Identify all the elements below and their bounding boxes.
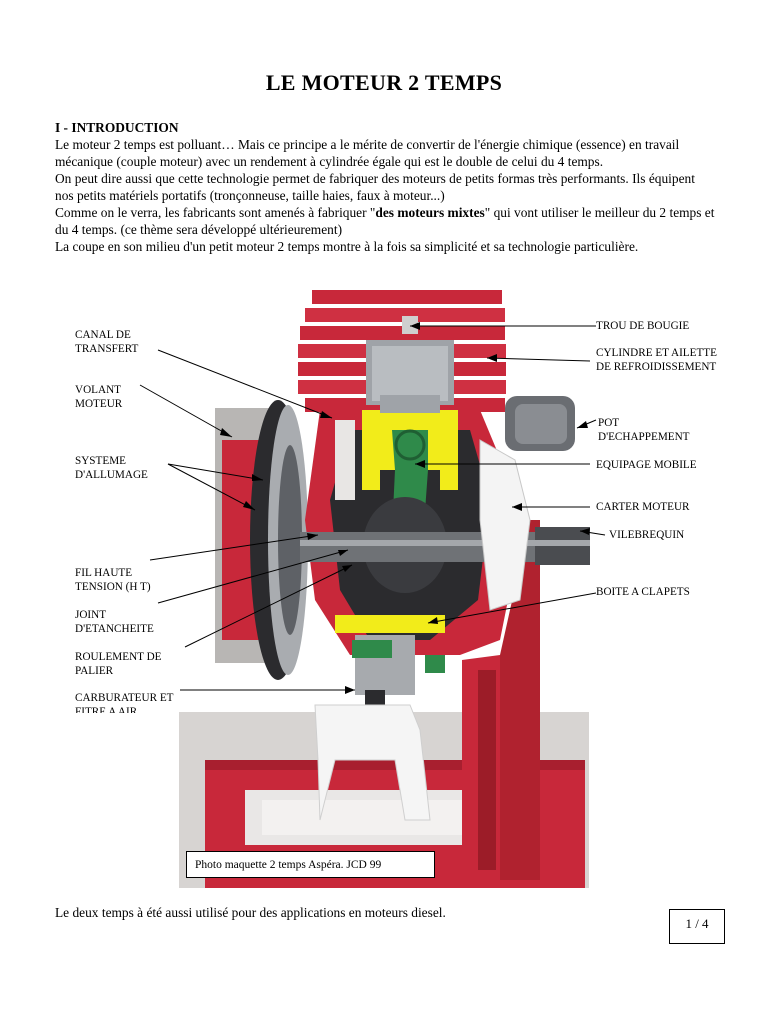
footer-text: Le deux temps à été aussi utilisé pour d… xyxy=(55,905,446,920)
label-systeme-allumage: SYSTEME D'ALLUMAGE xyxy=(75,455,148,481)
intro-paragraph-2: On peut dire aussi que cette technologie… xyxy=(55,171,695,203)
label-pot-echappement: POT D'ECHAPPEMENT xyxy=(598,417,690,443)
reed-valve-box xyxy=(335,615,445,633)
stand-column xyxy=(462,520,540,880)
intro-paragraph-1: Le moteur 2 temps est polluant… Mais ce … xyxy=(55,137,680,169)
intro-p3-after: " qui vont utiliser le meilleur du 2 tem… xyxy=(55,205,715,237)
annotation-arrowheads xyxy=(220,322,590,694)
page-title: LE MOTEUR 2 TEMPS xyxy=(265,70,503,95)
section-heading: I - INTRODUCTION xyxy=(55,120,179,135)
flywheel xyxy=(215,400,308,680)
intro-p3-before: Comme on le verra, les fabricants sont a… xyxy=(55,205,376,220)
label-volant-moteur: VOLANT MOTEUR xyxy=(75,384,123,410)
label-boite-clapets: BOITE A CLAPETS xyxy=(596,586,690,598)
photo-caption: Photo maquette 2 temps Aspéra. JCD 99 xyxy=(186,851,435,878)
exhaust-pot xyxy=(505,396,575,451)
label-carburateur: CARBURATEUR ET FITRE A AIR xyxy=(75,692,174,713)
piston-bore xyxy=(366,340,454,405)
carburetor xyxy=(352,635,445,710)
intro-section: I - INTRODUCTION Le moteur 2 temps est p… xyxy=(55,119,715,255)
intro-p3-bold: des moteurs mixtes xyxy=(375,205,485,220)
label-fil-haute-tension: FIL HAUTE TENSION (H T) xyxy=(75,567,151,593)
air-filter xyxy=(314,704,431,821)
annotation-lines xyxy=(139,325,606,691)
intro-paragraph-4: La coupe en son milieu d'un petit moteur… xyxy=(55,239,639,254)
label-carter-moteur: CARTER MOTEUR xyxy=(596,501,690,513)
label-joint-etancheite: JOINT D'ETANCHEITE xyxy=(75,609,154,635)
right-cover xyxy=(479,439,531,611)
label-canal-transfert: CANAL DE TRANSFERT xyxy=(75,329,139,355)
label-vilebrequin: VILEBREQUIN xyxy=(609,529,685,541)
crankshaft xyxy=(300,527,590,565)
label-roulement-palier: ROULEMENT DE PALIER xyxy=(75,651,162,677)
intro-paragraph-3: Comme on le verra, les fabricants sont a… xyxy=(55,204,715,238)
page-number: 1 / 4 xyxy=(669,909,725,944)
label-cylindre-ailette: CYLINDRE ET AILETTE DE REFROIDISSEMENT xyxy=(596,347,717,373)
label-trou-bougie: TROU DE BOUGIE xyxy=(596,320,690,332)
label-equipage-mobile: EQUIPAGE MOBILE xyxy=(596,459,697,471)
